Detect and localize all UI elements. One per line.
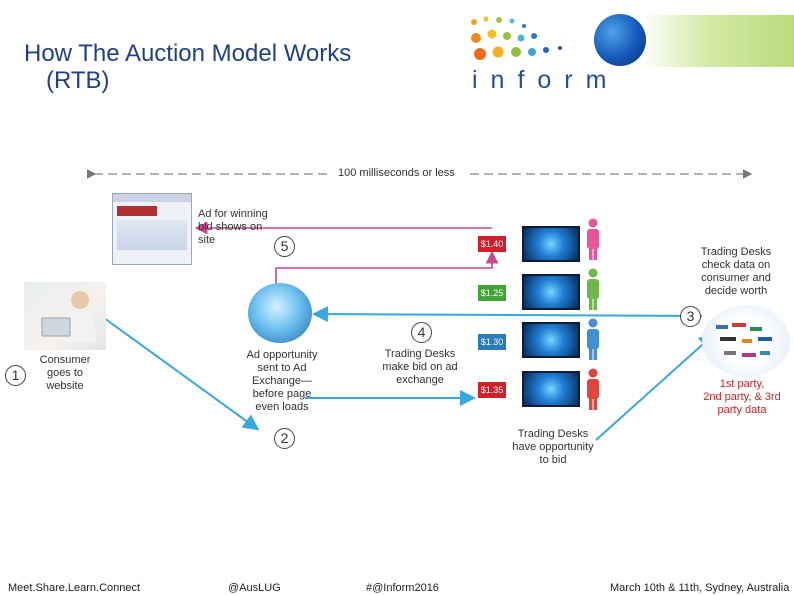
person-icon bbox=[587, 218, 599, 260]
globe-icon bbox=[594, 14, 646, 66]
page-title: How The Auction Model Works (RTB) bbox=[24, 40, 351, 94]
trading-desk-screen bbox=[522, 371, 580, 407]
brand-bar bbox=[640, 15, 794, 67]
title-line-2: (RTB) bbox=[46, 67, 110, 94]
step-5-badge: 5 bbox=[274, 236, 295, 257]
make-bid-label: Trading Desks make bid on ad exchange bbox=[382, 348, 458, 386]
data-cloud-icon bbox=[702, 305, 790, 377]
trading-desk-screen bbox=[522, 226, 580, 262]
arrow-winning-bid bbox=[275, 250, 499, 284]
title-line-1: How The Auction Model Works bbox=[24, 40, 352, 67]
ad-opportunity-label: Ad opportunity sent to Ad Exchange— befo… bbox=[246, 349, 318, 413]
person-icon bbox=[587, 318, 599, 360]
website-screenshot bbox=[112, 193, 192, 265]
step-3-badge: 3 bbox=[680, 306, 701, 327]
step-1-badge: 1 bbox=[5, 365, 26, 386]
party-data-label: 1st party, 2nd party, & 3rd party data bbox=[703, 378, 781, 416]
arrow-data-to-exchange bbox=[312, 306, 703, 323]
bid-tag: $1.35 bbox=[478, 382, 506, 398]
logo-dots-icon bbox=[471, 16, 562, 60]
logo-text: inform bbox=[472, 66, 620, 94]
opportunity-label: Trading Desks have opportunity to bid bbox=[512, 428, 594, 466]
bid-tag: $1.30 bbox=[478, 334, 506, 350]
consumer-photo bbox=[24, 282, 106, 350]
timing-label: 100 milliseconds or less bbox=[338, 167, 455, 179]
bid-tag: $1.25 bbox=[478, 285, 506, 301]
ad-exchange-icon bbox=[248, 283, 312, 343]
footer-handle[interactable]: @AusLUG bbox=[228, 582, 281, 594]
person-icon bbox=[587, 368, 599, 410]
arrow-consumer-to-exchange bbox=[103, 317, 260, 431]
ad-winning-label: Ad for winning bid shows on site bbox=[198, 208, 268, 246]
step-2-badge: 2 bbox=[274, 428, 295, 449]
footer-hashtag[interactable]: #@Inform2016 bbox=[366, 582, 439, 594]
step-4-badge: 4 bbox=[411, 322, 432, 343]
footer-tagline: Meet.Share.Learn.Connect bbox=[8, 582, 141, 594]
bid-tag: $1.40 bbox=[478, 236, 506, 252]
footer-date: March 10th & 11th, Sydney, Australia bbox=[610, 582, 790, 594]
person-icon bbox=[587, 268, 599, 310]
trading-desk-screen bbox=[522, 322, 580, 358]
trading-desk-screen bbox=[522, 274, 580, 310]
arrow-desks-to-data bbox=[595, 333, 715, 441]
check-data-label: Trading Desks check data on consumer and… bbox=[700, 246, 772, 297]
consumer-label: Consumer goes to website bbox=[39, 354, 91, 392]
